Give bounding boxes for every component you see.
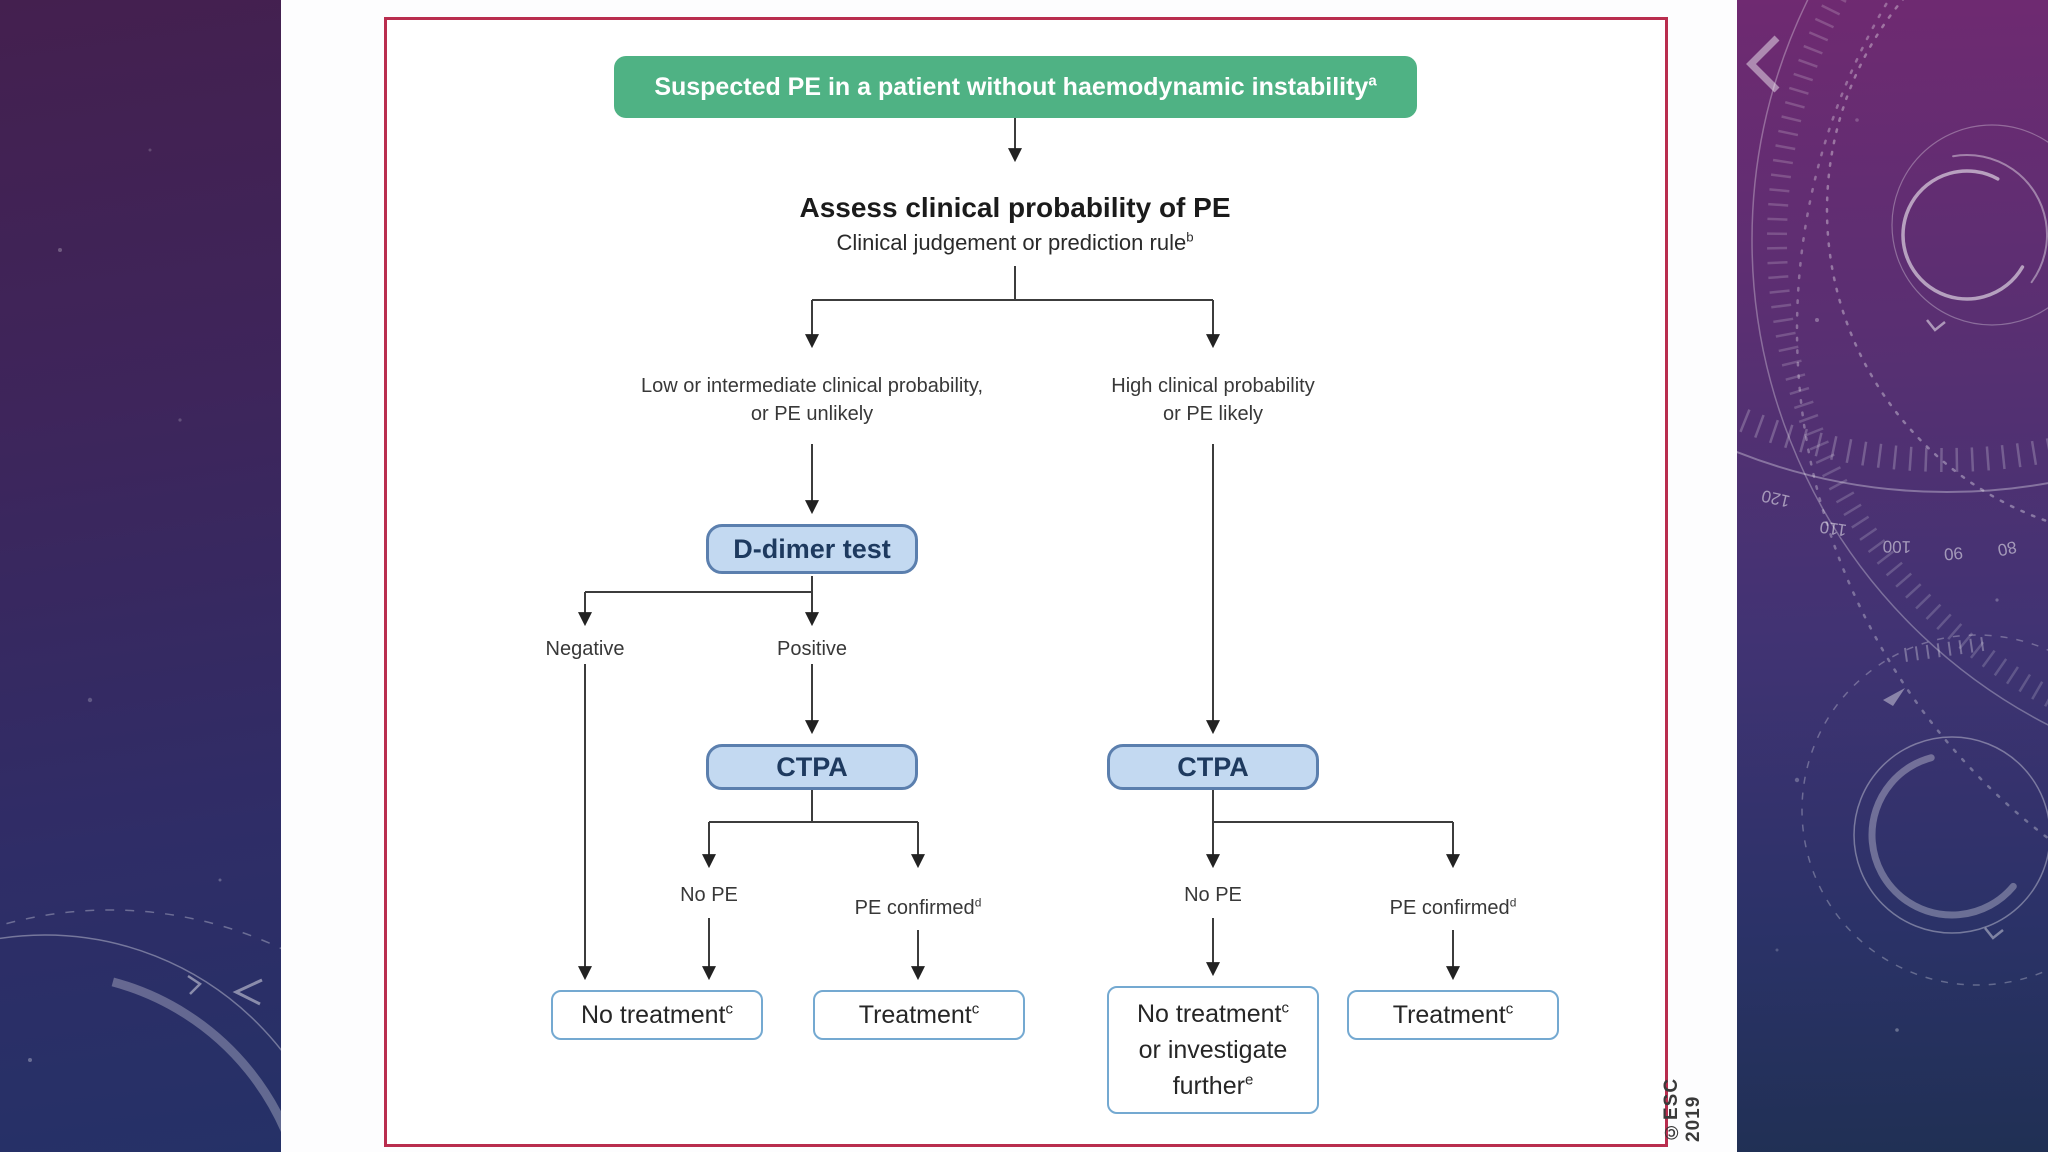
negative-text: Negative xyxy=(545,638,625,660)
footnote-b: b xyxy=(1186,229,1194,245)
branch-right-line2: or PE likely xyxy=(1162,403,1264,425)
investigate-line3: further xyxy=(1172,1072,1245,1100)
footnote-c: c xyxy=(1281,999,1290,1017)
dial-numbers: 120 110 100 90 80 xyxy=(1760,486,2019,564)
dial-number: 110 xyxy=(1818,517,1847,540)
footnote-c: c xyxy=(971,1000,980,1018)
label-no-pe-right: No PE xyxy=(1133,884,1293,907)
compass-decoration-right: 120 110 100 90 80 xyxy=(1737,0,2048,1032)
branch-left-line2: or PE unlikely xyxy=(750,403,874,425)
node-ctpa-right: CTPA xyxy=(1107,744,1319,790)
node-treatment-left: Treatmentc xyxy=(813,990,1025,1040)
ddimer-label: D-dimer test xyxy=(733,533,891,564)
ctpa-right-label: CTPA xyxy=(1177,751,1249,782)
node-suspected-pe-label: Suspected PE in a patient without haemod… xyxy=(654,72,1369,101)
esc-copyright: ©ESC 2019 xyxy=(1661,1030,1704,1142)
label-positive: Positive xyxy=(732,638,892,661)
dial-number: 90 xyxy=(1943,543,1964,564)
treatment-right-text: Treatment xyxy=(1392,1000,1506,1029)
chevron-decoration xyxy=(1746,35,1780,93)
branch-label-high-probability: High clinical probability or PE likely xyxy=(1013,372,1413,428)
node-no-treatment-or-investigate: No treatmentc or investigate furthere xyxy=(1107,986,1319,1114)
branch-right-line1: High clinical probability xyxy=(1111,375,1315,397)
positive-text: Positive xyxy=(776,638,848,660)
no-pe-right-text: No PE xyxy=(1184,884,1242,906)
no-treatment-text: No treatment xyxy=(580,1000,726,1029)
footnote-c: c xyxy=(1505,1000,1514,1018)
footnote-a: a xyxy=(1368,72,1377,90)
compass-decoration-left xyxy=(0,148,281,1152)
background-right-panel: 120 110 100 90 80 xyxy=(1737,0,2048,1152)
label-negative: Negative xyxy=(505,638,665,661)
branch-label-low-intermediate: Low or intermediate clinical probability… xyxy=(552,372,1072,428)
node-ddimer-test: D-dimer test xyxy=(706,524,918,574)
pe-confirmed-right-text: PE confirmed xyxy=(1389,897,1510,919)
dial-number: 100 xyxy=(1883,537,1912,556)
esc-copyright-text: ©ESC 2019 xyxy=(1661,1077,1704,1142)
arrowhead-decoration xyxy=(232,978,263,1006)
treatment-left-text: Treatment xyxy=(858,1000,972,1029)
background-left-panel xyxy=(0,0,281,1152)
label-pe-confirmed-left: PE confirmedd xyxy=(808,895,1028,920)
branch-left-line1: Low or intermediate clinical probability… xyxy=(640,375,983,397)
node-no-treatment: No treatmentc xyxy=(551,990,763,1040)
footnote-e: e xyxy=(1244,1071,1254,1089)
node-suspected-pe: Suspected PE in a patient without haemod… xyxy=(614,56,1417,118)
footnote-d: d xyxy=(1509,895,1517,910)
node-treatment-right: Treatmentc xyxy=(1347,990,1559,1040)
footnote-d: d xyxy=(974,895,982,910)
assess-probability-subtitle: Clinical judgement or prediction ruleb xyxy=(715,230,1315,256)
label-pe-confirmed-right: PE confirmedd xyxy=(1343,895,1563,920)
label-no-pe-left: No PE xyxy=(629,884,789,907)
footnote-c: c xyxy=(725,1000,734,1018)
arrowhead-decoration xyxy=(1883,688,1905,706)
assess-title-text: Assess clinical probability of PE xyxy=(799,192,1231,223)
investigate-line1: No treatment xyxy=(1136,1000,1282,1028)
assess-probability-title: Assess clinical probability of PE xyxy=(715,192,1315,224)
assess-sub-text: Clinical judgement or prediction rule xyxy=(836,230,1187,255)
no-pe-left-text: No PE xyxy=(680,884,738,906)
node-ctpa-left: CTPA xyxy=(706,744,918,790)
dial-number: 80 xyxy=(1996,537,2018,560)
ctpa-left-label: CTPA xyxy=(776,751,848,782)
pe-confirmed-left-text: PE confirmed xyxy=(854,897,975,919)
investigate-line2: or investigate xyxy=(1138,1036,1288,1064)
